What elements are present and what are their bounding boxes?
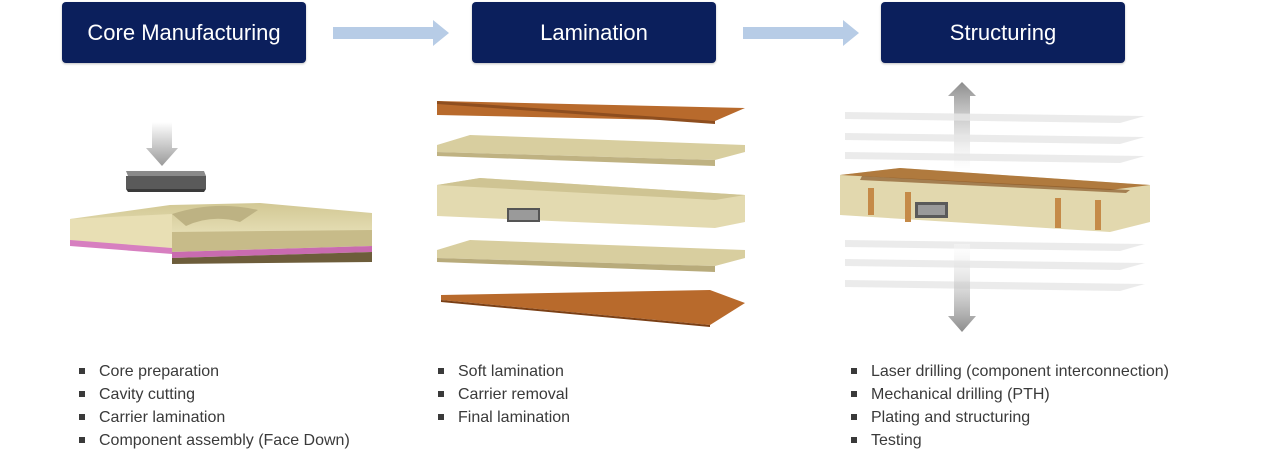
component-top	[126, 171, 206, 176]
core-manufacturing-steps: Core preparation Cavity cutting Carrier …	[75, 360, 350, 452]
list-item: Component assembly (Face Down)	[75, 429, 350, 452]
flow-arrow-icon	[743, 20, 859, 46]
stage-title: Core Manufacturing	[87, 19, 281, 45]
lamination-steps: Soft lamination Carrier removal Final la…	[434, 360, 570, 429]
list-item: Laser drilling (component interconnectio…	[847, 360, 1169, 383]
structuring-steps: Laser drilling (component interconnectio…	[847, 360, 1169, 452]
component-chip	[126, 176, 206, 189]
list-item: Carrier lamination	[75, 406, 350, 429]
core-manufacturing-illustration	[70, 122, 372, 264]
copper-foil	[437, 101, 745, 121]
list-item: Plating and structuring	[847, 406, 1169, 429]
list-item: Testing	[847, 429, 1169, 452]
structuring-illustration	[840, 82, 1150, 332]
lamination-illustration	[437, 101, 745, 327]
stage-header-structuring: Structuring	[881, 2, 1125, 63]
flow-arrow-icon	[333, 20, 449, 46]
list-item: Mechanical drilling (PTH)	[847, 383, 1169, 406]
stage-header-lamination: Lamination	[472, 2, 716, 63]
carrier-layer	[70, 240, 172, 254]
list-item: Carrier removal	[434, 383, 570, 406]
list-item: Cavity cutting	[75, 383, 350, 406]
down-arrow-icon	[948, 244, 976, 332]
up-arrow-icon	[948, 82, 976, 172]
stage-header-core-manufacturing: Core Manufacturing	[62, 2, 306, 63]
list-item: Core preparation	[75, 360, 350, 383]
stage-title: Structuring	[949, 19, 1057, 45]
stage-title: Lamination	[540, 19, 648, 45]
process-illustration	[70, 82, 1150, 332]
list-item: Soft lamination	[434, 360, 570, 383]
copper-foil	[441, 290, 745, 325]
down-arrow-icon	[146, 122, 178, 166]
list-item: Final lamination	[434, 406, 570, 429]
